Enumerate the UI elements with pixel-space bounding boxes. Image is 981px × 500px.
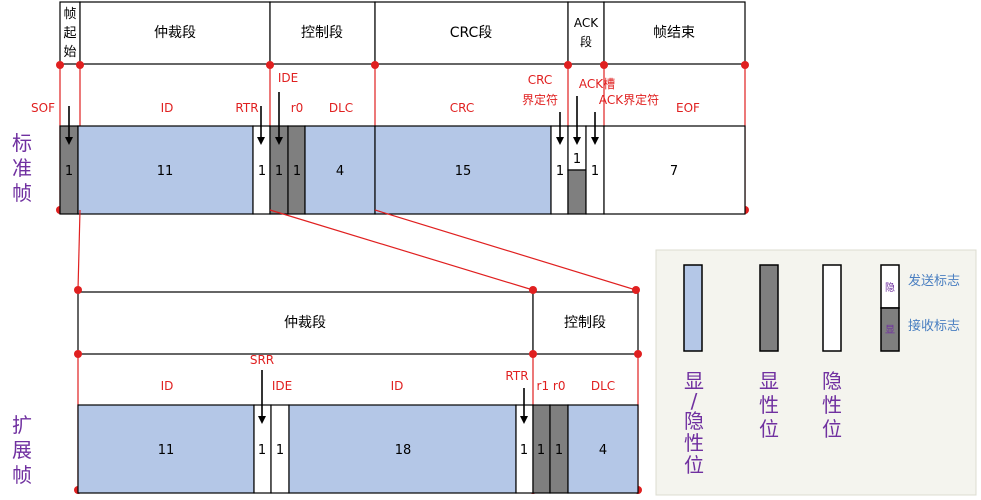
ext-side-label-2: 帧 <box>12 463 32 487</box>
std-name-crc-delim-0: CRC <box>528 73 553 87</box>
legend-dominant-label-1: 性 <box>759 393 779 417</box>
standard-frame: 帧 起 始 仲裁段 控制段 CRC段 ACK 段 帧结束 <box>12 1 749 215</box>
ext-name-id2: ID <box>391 379 404 393</box>
std-ack-stack-1: 段 <box>580 34 592 49</box>
std-field-control-box <box>269 1 376 65</box>
ext-val-id1: 11 <box>158 443 175 458</box>
ext-bit-dlc <box>567 404 639 494</box>
legend-mixed-label-4: 位 <box>684 453 704 477</box>
legend-mixed-label-0: 显 <box>684 369 704 393</box>
legend-swatch-recessive <box>822 264 842 352</box>
extended-frame: 仲裁段 控制段 ID SRR IDE ID RTR r1 r0 DLC <box>12 286 642 494</box>
ext-val-ide: 1 <box>276 443 284 458</box>
ext-val-srr: 1 <box>258 443 266 458</box>
std-sof-stack-0: 帧 <box>63 7 76 22</box>
std-bit-id <box>77 125 254 215</box>
legend-mixed-label-1: / <box>691 389 698 413</box>
ext-val-r0: 1 <box>555 443 563 458</box>
std-bit-crc <box>374 125 552 215</box>
std-sof-stack-1: 起 <box>63 26 76 41</box>
std-sof-stack-2: 始 <box>63 45 76 60</box>
ext-arrows <box>258 370 528 424</box>
std-name-crc: CRC <box>450 101 475 115</box>
std-name-ide: IDE <box>278 71 298 85</box>
ext-val-id2: 18 <box>395 443 412 458</box>
ext-side-label-0: 扩 <box>12 413 32 437</box>
std-field-arbitration-box <box>79 1 271 65</box>
ext-val-dlc: 4 <box>599 443 607 458</box>
std-val-ide: 1 <box>275 164 283 179</box>
std-val-r0: 1 <box>293 164 301 179</box>
std-name-id: ID <box>161 101 174 115</box>
legend-receiver-mark: 显 <box>885 324 895 336</box>
std-name-sof: SOF <box>31 101 55 115</box>
std-bit-dlc <box>304 125 376 215</box>
std-val-dlc: 4 <box>336 164 344 179</box>
ext-name-r1r0: r1 r0 <box>537 379 566 393</box>
std-field-ack-box <box>567 1 605 65</box>
std-name-ack-slot: ACK槽 <box>579 77 615 91</box>
ext-name-ide: IDE <box>272 379 292 393</box>
legend-sender-mark: 隐 <box>885 282 895 294</box>
legend-recessive-label-1: 性 <box>822 393 842 417</box>
ext-field-control-box <box>532 291 639 355</box>
std-name-eof: EOF <box>676 101 700 115</box>
std-val-crc-delim: 1 <box>556 164 564 179</box>
std-val-eof: 7 <box>670 164 678 179</box>
legend-background <box>655 249 977 496</box>
legend-panel: 隐 显 发送标志 接收标志 显 / 隐 性 位 显 性 位 隐 性 位 <box>655 249 977 496</box>
legend-recessive-label-2: 位 <box>822 417 842 441</box>
std-val-rtr: 1 <box>258 164 266 179</box>
legend-receiver-text: 接收标志 <box>908 318 960 334</box>
std-name-rtr: RTR <box>235 101 258 115</box>
legend-dominant-label-0: 显 <box>759 369 779 393</box>
std-name-ack-delim: ACK界定符 <box>599 92 659 107</box>
ext-name-rtr: RTR <box>505 369 528 383</box>
std-field-crc-box <box>374 1 569 65</box>
std-field-crc-label: CRC段 <box>450 25 493 41</box>
legend-dominant-label-2: 位 <box>759 417 779 441</box>
std-field-eof-label: 帧结束 <box>653 25 695 41</box>
std-side-label-1: 准 <box>12 156 32 180</box>
legend-swatch-dominant <box>759 264 779 352</box>
legend-mixed-label-3: 性 <box>684 431 704 455</box>
std-name-r0: r0 <box>291 101 304 115</box>
ext-val-r1: 1 <box>537 443 545 458</box>
std-side-label-0: 标 <box>12 131 32 155</box>
legend-recessive-label-0: 隐 <box>822 369 842 393</box>
std-bit-ack-slot-lower <box>567 169 587 215</box>
legend-mixed-label-2: 隐 <box>684 409 704 433</box>
std-arrows <box>65 92 599 145</box>
ext-name-srr: SRR <box>250 353 274 367</box>
ext-field-arbitration-box <box>77 291 534 355</box>
legend-sender-text: 发送标志 <box>908 273 960 289</box>
legend-swatch-mixed <box>683 264 703 352</box>
std-name-crc-delim-1: 界定符 <box>522 92 558 107</box>
ext-field-control-label: 控制段 <box>564 315 606 331</box>
std-bit-eof <box>603 125 746 215</box>
ext-name-dlc: DLC <box>591 379 615 393</box>
std-val-ack-slot: 1 <box>573 152 581 167</box>
std-val-crc: 15 <box>455 164 472 179</box>
std-ack-stack-0: ACK <box>574 16 599 30</box>
std-field-arbitration-label: 仲裁段 <box>154 25 196 41</box>
std-field-control-label: 控制段 <box>301 25 343 41</box>
ext-field-arbitration-label: 仲裁段 <box>284 315 326 331</box>
frame-connectors <box>77 209 637 291</box>
std-val-id: 11 <box>157 164 174 179</box>
std-val-ack-delim: 1 <box>591 164 599 179</box>
std-val-sof: 1 <box>65 164 73 179</box>
std-side-label-2: 帧 <box>12 181 32 205</box>
ext-name-id1: ID <box>161 379 174 393</box>
legend-swatch-receiver <box>880 307 900 352</box>
std-field-eof-box <box>603 1 746 65</box>
ext-val-rtr: 1 <box>520 443 528 458</box>
ext-side-label-1: 展 <box>12 438 32 462</box>
std-name-dlc: DLC <box>329 101 353 115</box>
